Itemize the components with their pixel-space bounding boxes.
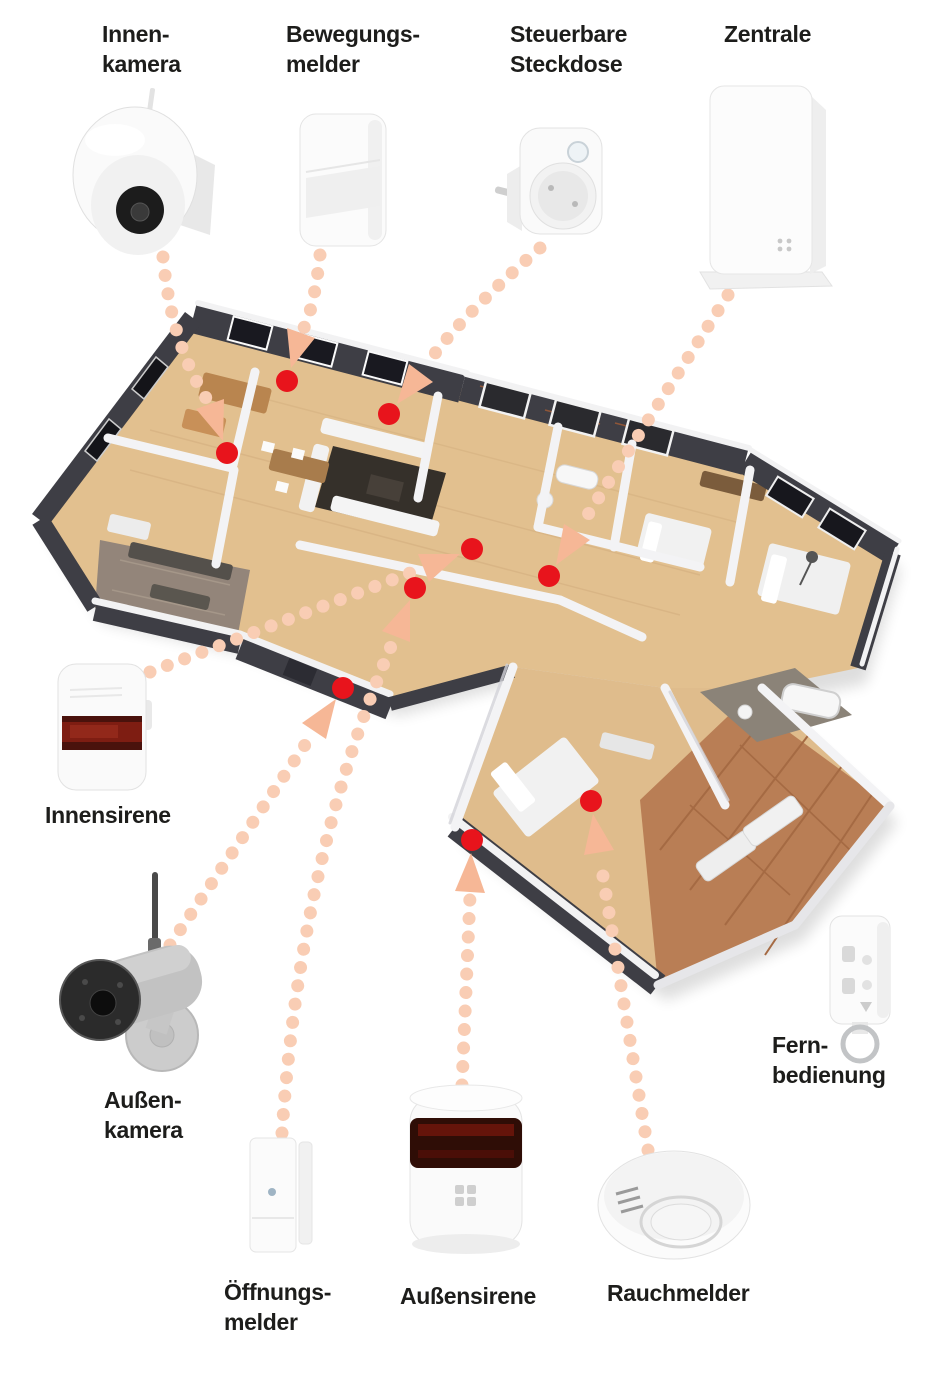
placement-dot-oeffnungsmelder (404, 577, 426, 599)
placement-dot-innensirene (461, 538, 483, 560)
arrow-rauchmelder (584, 814, 614, 855)
oeffnungsmelder-image (249, 1137, 313, 1253)
direction-arrows (196, 328, 614, 893)
connection-bewegungsmelder (292, 248, 327, 343)
arrow-oeffnungsmelder (382, 600, 410, 642)
placement-dot-innenkamera (216, 442, 238, 464)
bewegungsmelder-image (299, 113, 387, 247)
placement-dot-zentrale (538, 565, 560, 587)
zentrale-label: Zentrale (724, 21, 812, 47)
rauchmelder-label: Rauchmelder (607, 1280, 750, 1306)
connection-aussensirene (455, 889, 477, 1092)
floorplan-image (32, 300, 902, 1001)
arrow-aussensirene (455, 853, 485, 893)
oeffnungsmelder-label: Öffnungs-melder (224, 1279, 332, 1335)
placement-dot-rauchmelder (580, 790, 602, 812)
zentrale-image (699, 85, 833, 290)
arrow-bewegungsmelder (287, 328, 315, 368)
rauchmelder-image (597, 1150, 751, 1260)
aussensirene-image (409, 1084, 523, 1254)
arrow-innenkamera (196, 399, 224, 441)
arrow-steckdose (397, 364, 433, 404)
connection-rauchmelder (593, 851, 655, 1157)
connection-aussenkamera (163, 729, 318, 952)
arrow-zentrale (556, 524, 590, 565)
connection-innensirene (143, 563, 425, 679)
fernbedienung-label: Fern-bedienung (772, 1032, 886, 1088)
innensirene-image (57, 663, 152, 791)
innenkamera-label: Innen-kamera (102, 21, 181, 77)
innensirene-label: Innensirene (45, 802, 171, 828)
connection-innenkamera (156, 250, 213, 405)
placement-dots (216, 370, 602, 851)
arrow-aussenkamera (302, 699, 336, 739)
aussenkamera-label: Außen-kamera (104, 1087, 183, 1143)
placement-dot-steckdose (378, 403, 400, 425)
arrow-innensirene (418, 554, 460, 582)
fernbedienung-image (829, 915, 891, 1064)
steckdose-image (494, 127, 603, 235)
placement-dot-aussenkamera (332, 677, 354, 699)
aussenkamera-image (59, 872, 203, 1072)
connection-oeffnungsmelder (275, 637, 399, 1140)
placement-dot-aussensirene (461, 829, 483, 851)
connection-lines (143, 241, 735, 1157)
connection-steckdose (419, 241, 547, 373)
placement-dot-bewegungsmelder (276, 370, 298, 392)
aussensirene-label: Außensirene (400, 1283, 537, 1309)
innenkamera-image (72, 87, 215, 255)
bewegungsmelder-label: Bewegungs-melder (286, 21, 420, 77)
